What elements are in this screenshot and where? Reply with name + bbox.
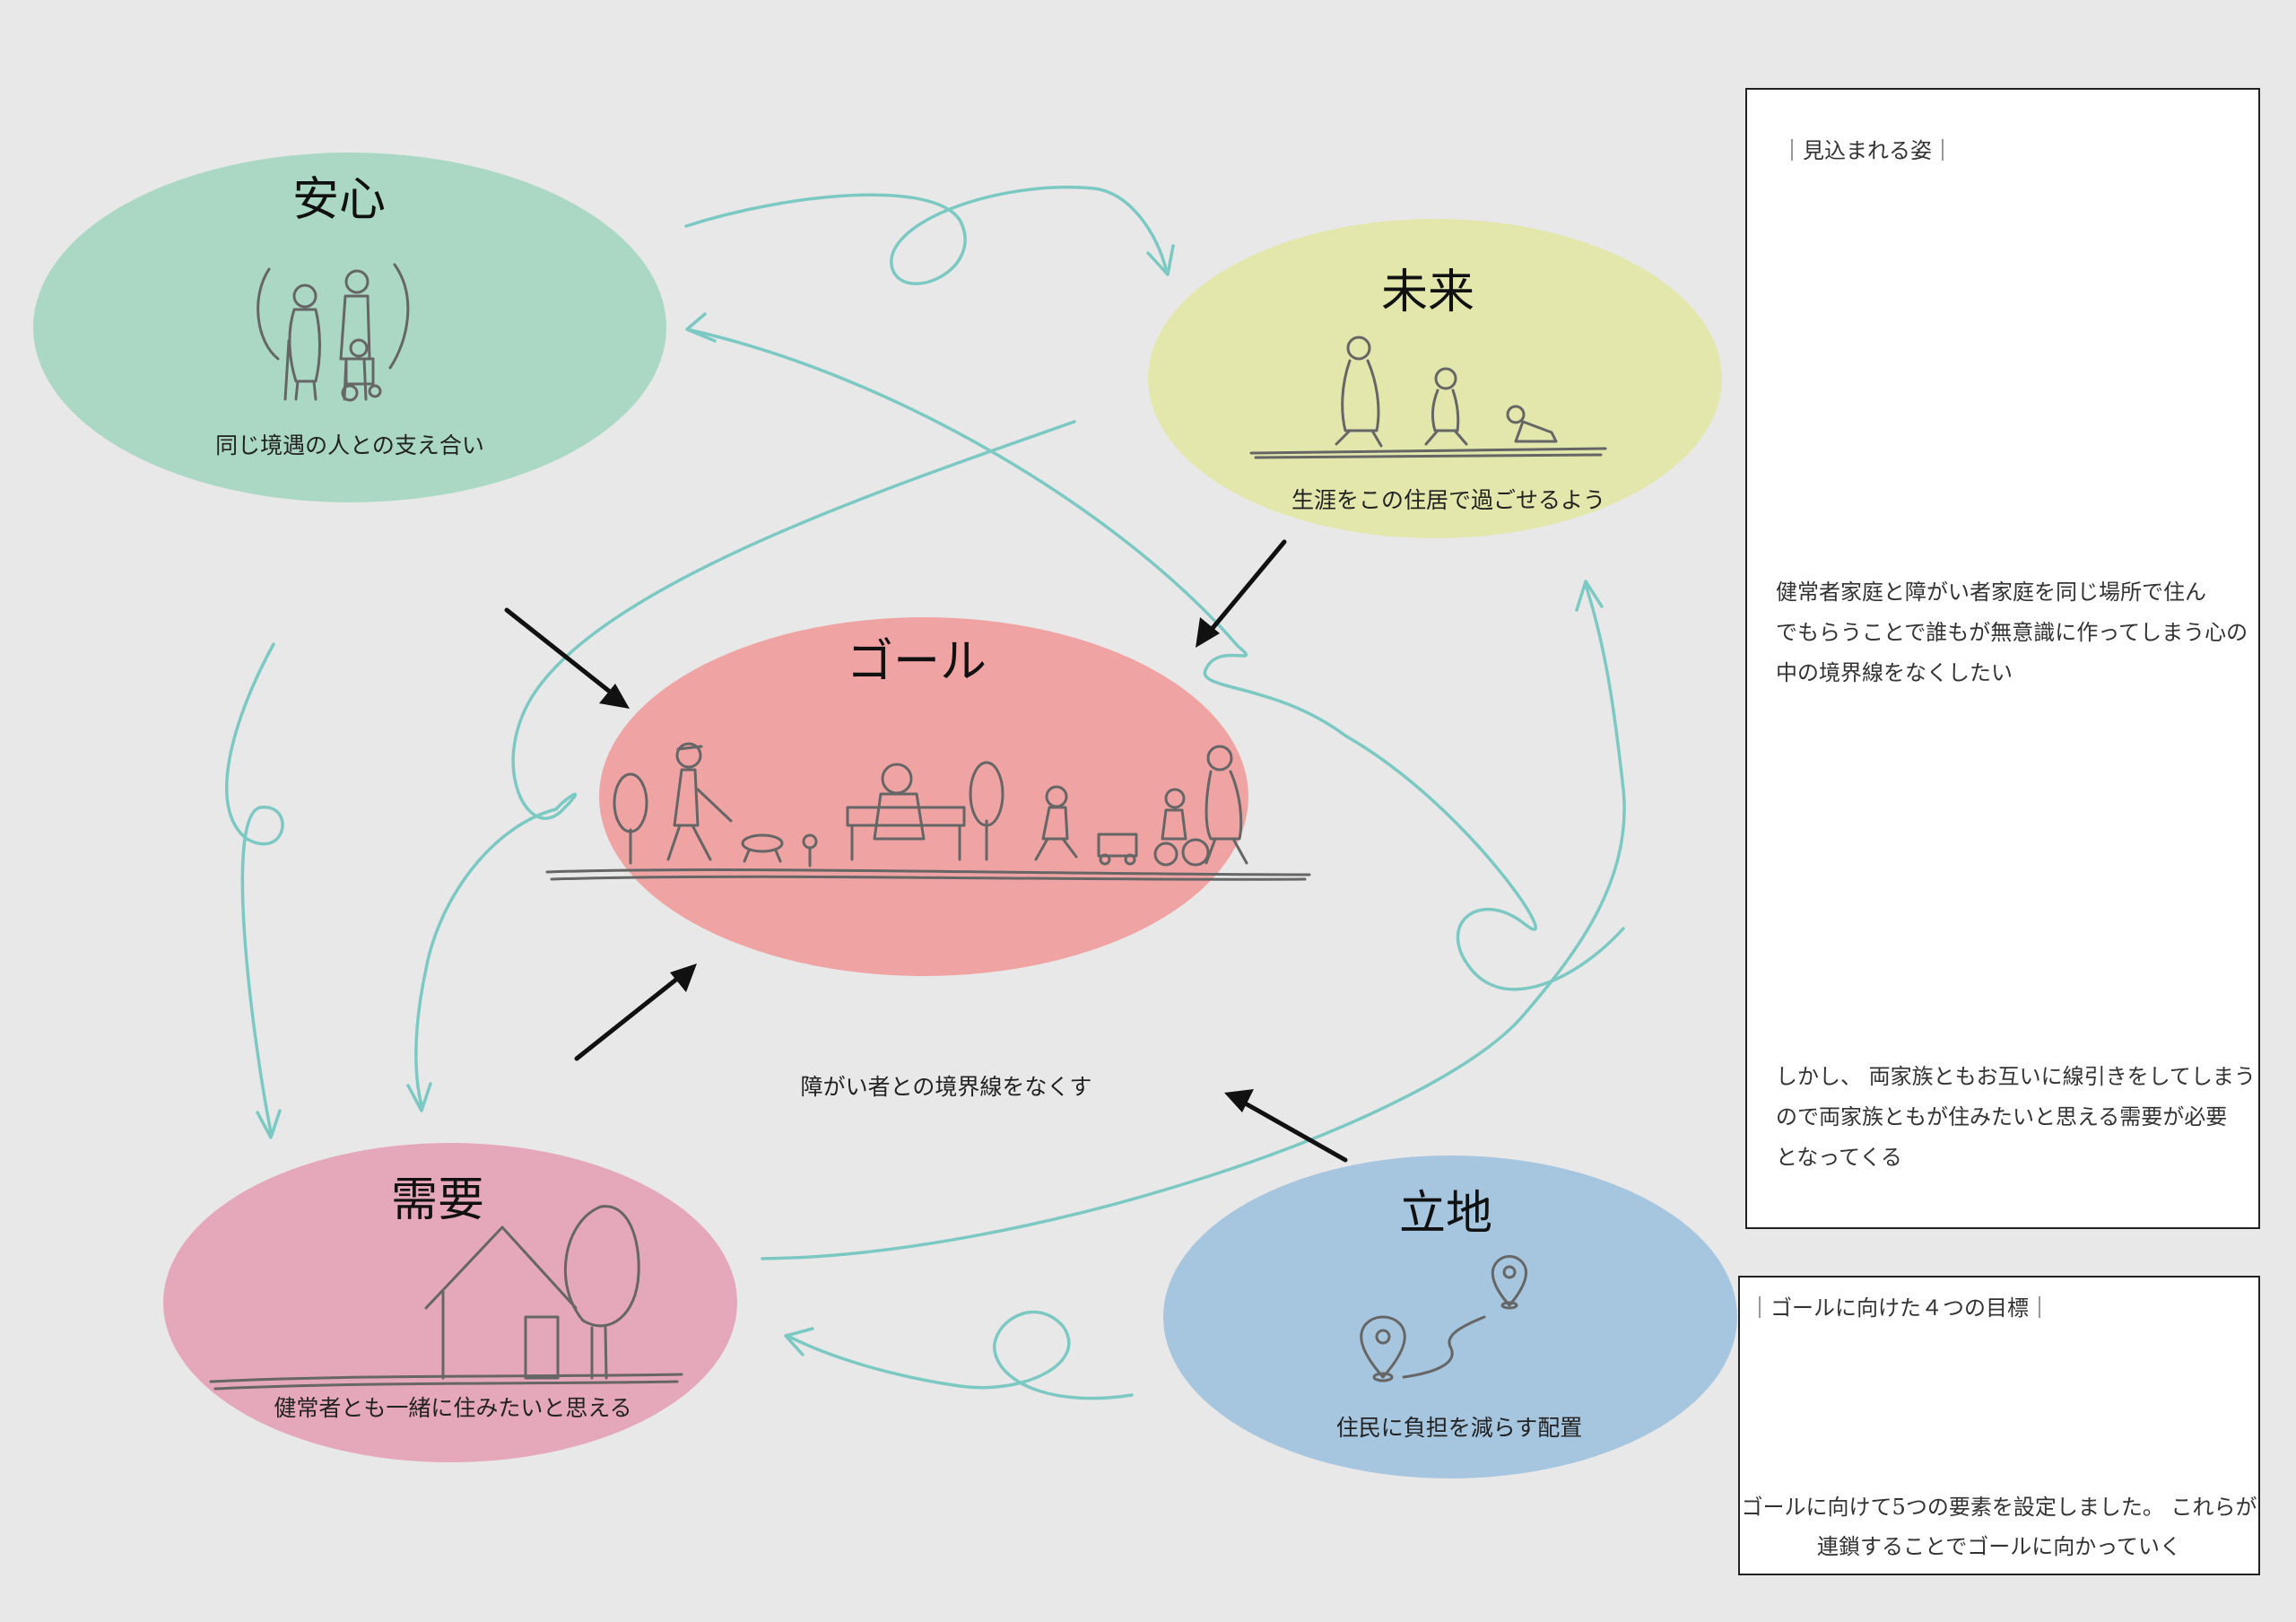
house-tree-sketch: [209, 1205, 683, 1391]
goals-panel: ｜ゴールに向けた４つの目標｜ ゴールに向けて5つの要素を設定しました。 これらが…: [1738, 1276, 2260, 1575]
goals-heading: ｜ゴールに向けた４つの目標｜: [1749, 1295, 2050, 1321]
node-juyou-caption: 健常者とも一緒に住みたいと思える: [274, 1395, 631, 1421]
node-anshin-caption: 同じ境遇の人との支え合い: [215, 432, 484, 458]
goal-pointer-arrows: [504, 539, 1348, 1163]
goals-text: ゴールに向けて5つの要素を設定しました。 これらが 連鎖することでゴールに向かっ…: [1740, 1487, 2258, 1566]
node-mirai-caption: 生涯をこの住居で過ごせるよう: [1292, 487, 1605, 513]
expected-text1-line: 健常者家庭と障がい者家庭を同じ場所で住ん: [1776, 580, 2206, 605]
community-sketch: [545, 742, 1311, 881]
expected-text2-line: しかし、 両家族ともお互いに線引きをしてしまう: [1776, 1064, 2256, 1089]
expected-vision-panel: ｜見込まれる姿｜ 健常者家庭と障がい者家庭を同じ場所で住ん でもらうことで誰もが…: [1745, 88, 2260, 1229]
node-mirai-title: 未来: [1381, 266, 1474, 319]
node-goal-title: ゴール: [847, 635, 987, 689]
expected-text2-line: ので両家族ともが住みたいと思える需要が必要: [1776, 1104, 2228, 1129]
node-anshin-title: 安心: [292, 173, 386, 227]
node-ritchi-title: 立地: [1399, 1187, 1492, 1241]
node-juyou-title: 需要: [391, 1173, 484, 1227]
expected-vision-text-2: しかし、 両家族ともお互いに線引きをしてしまう ので両家族ともが住みたいと思える…: [1776, 1057, 2256, 1178]
node-goal-caption: 障がい者との境界線をなくす: [801, 1074, 1092, 1100]
map-pins-sketch: [1360, 1255, 1527, 1382]
node-anshin-ellipse: [33, 153, 666, 502]
node-ritchi-caption: 住民に負担を減らす配置: [1336, 1415, 1583, 1441]
goals-text-line: 連鎖することでゴールに向かっていく: [1816, 1534, 2182, 1559]
node-ritchi-ellipse: [1163, 1155, 1737, 1478]
expected-text1-line: でもらうことで誰もが無意識に作ってしまう心の: [1776, 620, 2248, 645]
expected-text2-line: となってくる: [1776, 1145, 1902, 1170]
expected-text1-line: 中の境界線をなくしたい: [1776, 660, 2013, 685]
growing-people-sketch: [1249, 336, 1607, 459]
goals-text-line: ゴールに向けて5つの要素を設定しました。 これらが: [1741, 1495, 2257, 1520]
expected-vision-heading: ｜見込まれる姿｜: [1781, 138, 1953, 163]
people-support-sketch: [257, 263, 410, 402]
flow-arrows: [225, 186, 1626, 1400]
node-goal-ellipse: [599, 617, 1248, 976]
expected-vision-text-1: 健常者家庭と障がい者家庭を同じ場所で住ん でもらうことで誰もが無意識に作ってしま…: [1776, 572, 2248, 693]
